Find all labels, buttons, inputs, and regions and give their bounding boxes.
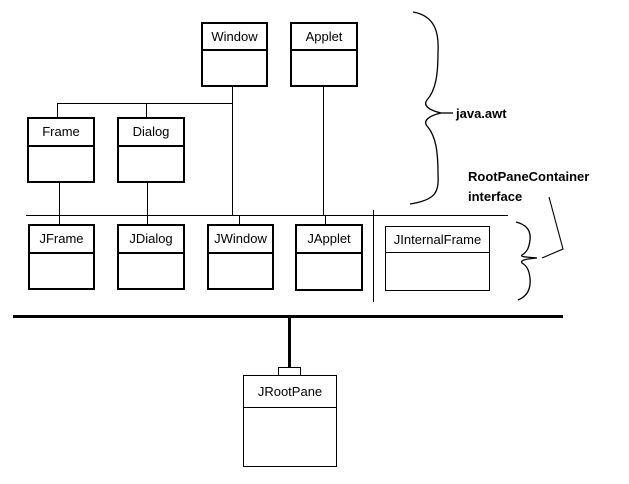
rootpane-connector-notch (278, 367, 301, 376)
class-label-frame: Frame (29, 119, 93, 147)
class-label-jframe: JFrame (30, 226, 93, 254)
class-label-jinternalframe: JInternalFrame (386, 227, 489, 253)
class-label-jdialog: JDialog (119, 226, 183, 254)
tick-line-japplet (325, 215, 326, 225)
class-label-applet: Applet (292, 24, 356, 51)
rootpane-bus-line (13, 315, 563, 318)
class-box-dialog: Dialog (117, 117, 185, 183)
class-box-frame: Frame (27, 117, 95, 183)
java-awt-brace (409, 11, 442, 205)
inheritance-line-frame-jframe (59, 183, 60, 224)
class-box-jinternalframe: JInternalFrame (385, 226, 490, 291)
drop-line-frame (57, 103, 58, 117)
interface-label-line2: interface (468, 189, 523, 204)
interface-brace (515, 221, 538, 301)
class-box-jwindow: JWindow (207, 224, 274, 290)
class-box-window: Window (201, 22, 268, 87)
inheritance-line-dialog-jdialog (147, 183, 148, 224)
class-label-jwindow: JWindow (209, 226, 272, 254)
package-label-java-awt: java.awt (456, 106, 507, 121)
rootpane-drop-line (288, 318, 291, 367)
class-box-jframe: JFrame (28, 224, 95, 290)
class-label-japplet: JApplet (297, 226, 361, 254)
inheritance-line-applet-japplet (323, 87, 324, 216)
class-label-dialog: Dialog (119, 119, 183, 147)
class-box-jdialog: JDialog (117, 224, 185, 290)
branch-line-window-children (57, 103, 233, 104)
class-box-applet: Applet (290, 22, 358, 87)
drop-line-dialog (146, 103, 147, 117)
tick-line-jwindow (239, 215, 240, 224)
class-label-window: Window (203, 24, 266, 51)
jinternalframe-separator-line (373, 210, 374, 302)
interface-label-line1: RootPaneContainer (468, 169, 590, 184)
class-box-japplet: JApplet (295, 224, 363, 291)
interface-leader-line (541, 196, 564, 259)
swing-layer-divider-line (26, 215, 508, 216)
class-label-jrootpane: JRootPane (244, 376, 336, 408)
interface-label: RootPaneContainer interface (468, 167, 589, 207)
inheritance-line-window-jwindow (232, 87, 233, 216)
